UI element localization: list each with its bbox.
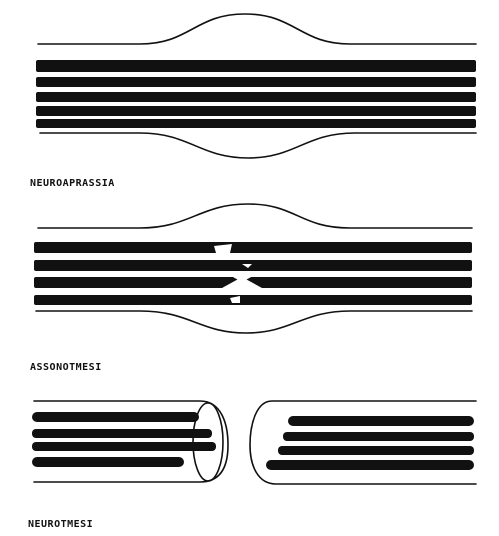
nerve-fiber xyxy=(34,295,472,305)
right-stump-outline xyxy=(250,401,476,484)
nerve-fiber xyxy=(32,412,198,422)
nerve-fiber xyxy=(32,442,216,451)
caption-neurotmesi: NEUROTMESI xyxy=(28,519,93,530)
panel-neuroaprassia: NEUROAPRASSIA xyxy=(30,14,476,189)
nerve-sheath-bottom xyxy=(36,311,472,333)
nerve-fiber xyxy=(283,432,474,441)
nerve-fiber xyxy=(34,260,472,271)
caption-neuroaprassia: NEUROAPRASSIA xyxy=(30,178,115,189)
nerve-sheath-top xyxy=(38,14,476,44)
nerve-fiber xyxy=(36,92,476,102)
nerve-fiber xyxy=(266,460,474,470)
nerve-sheath-top xyxy=(38,204,472,228)
nerve-fiber xyxy=(32,457,184,467)
nerve-fiber xyxy=(32,429,212,438)
nerve-fiber xyxy=(278,446,474,455)
nerve-fiber xyxy=(36,60,476,72)
nerve-fiber xyxy=(36,77,476,87)
fiber-end xyxy=(189,412,199,422)
nerve-fiber xyxy=(34,242,472,253)
nerve-fiber xyxy=(288,416,474,426)
panel-assonotmesi: ASSONOTMESI xyxy=(30,204,472,373)
panel-neurotmesi: NEUROTMESI xyxy=(28,401,476,530)
caption-assonotmesi: ASSONOTMESI xyxy=(30,362,102,373)
nerve-sheath-bottom xyxy=(40,133,476,158)
nerve-fiber xyxy=(36,119,476,128)
nerve-fiber xyxy=(36,106,476,116)
